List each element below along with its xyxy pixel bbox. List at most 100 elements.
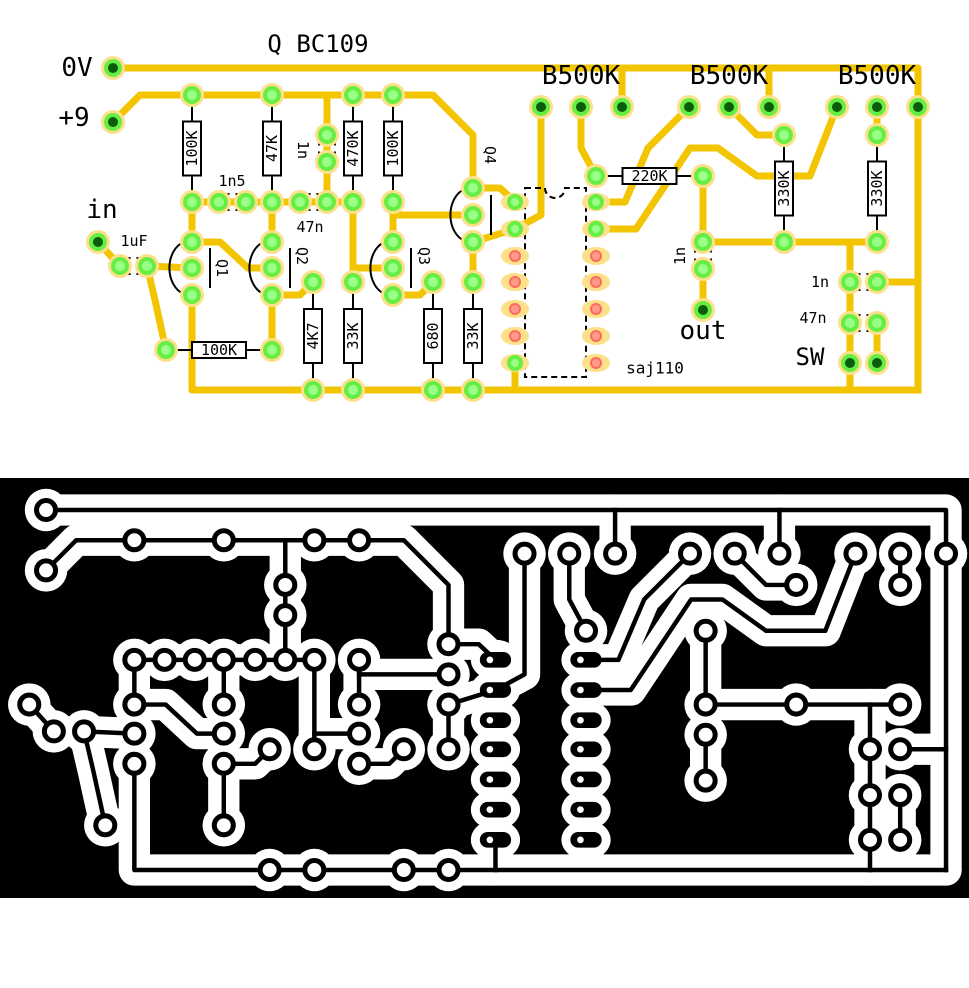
pad-hole: [468, 183, 478, 193]
pad: [260, 338, 284, 362]
pad-center: [592, 305, 600, 313]
transistor-outline: [449, 188, 466, 242]
copper-pad: [122, 721, 147, 746]
pad-hole: [845, 358, 855, 368]
copper-pad: [17, 692, 42, 717]
ic-pin-pad: [582, 300, 610, 318]
pad-hole: [577, 776, 584, 783]
pad-hole: [468, 210, 478, 220]
copper-pad: [273, 572, 298, 597]
pad-hole: [577, 836, 584, 844]
resistor-body: [303, 308, 323, 364]
pad-hole: [388, 197, 398, 207]
pad: [301, 270, 325, 294]
resistor-value: 680: [424, 322, 442, 349]
copper-pad: [574, 618, 599, 643]
pad-hole: [214, 197, 224, 207]
resistor-value: 4K7: [304, 322, 322, 349]
copper-pad: [211, 813, 236, 838]
pad: [180, 283, 204, 307]
copper-pad: [122, 692, 147, 717]
copper-pad: [211, 647, 236, 672]
copper-pad: [347, 692, 372, 717]
pad: [315, 123, 339, 147]
transistor-label: Q4: [481, 146, 499, 164]
pad-hole: [428, 277, 438, 287]
copper-pad: [72, 719, 97, 744]
terminal-pad: [865, 95, 889, 119]
pad-hole: [388, 237, 398, 247]
pad-center: [511, 332, 519, 340]
copper-ic-pad: [570, 652, 602, 668]
potentiometer-label: B500K: [690, 61, 769, 91]
copper-pad: [784, 572, 809, 597]
copper-pad: [436, 692, 461, 717]
copper-pad: [767, 541, 792, 566]
copper-pad: [243, 647, 268, 672]
copper-trace: [132, 702, 227, 736]
copper-pad: [347, 751, 372, 776]
pad: [461, 270, 485, 294]
copper-pad: [257, 858, 282, 883]
pad: [381, 230, 405, 254]
resistor-body: [343, 308, 363, 364]
pad: [341, 83, 365, 107]
copper-ic-pad: [479, 741, 512, 758]
terminal-label-plus9: +9: [58, 103, 89, 133]
pad: [260, 190, 284, 214]
ic-pin-pad: [582, 247, 610, 265]
copper-ic-pad: [570, 741, 602, 758]
transistor: Q4: [449, 146, 499, 242]
pad-center: [511, 198, 519, 206]
pad-hole: [322, 197, 332, 207]
pad-hole: [115, 261, 125, 271]
copper-pad: [888, 541, 913, 566]
pad: [461, 378, 485, 402]
copper-trace: [142, 261, 171, 355]
resistor: 680: [423, 282, 443, 390]
potentiometer-label: B500K: [542, 61, 621, 91]
pad-hole: [322, 157, 332, 167]
transistor: Q1: [168, 241, 231, 295]
copper-pad: [211, 692, 236, 717]
terminal-pad: [757, 95, 781, 119]
pad-hole: [872, 277, 882, 287]
copper-pad: [677, 541, 703, 566]
pad-hole: [872, 102, 882, 112]
copper-pad: [347, 647, 372, 672]
copper-pad: [302, 858, 327, 883]
pad-hole: [348, 197, 358, 207]
copper-pad: [41, 719, 66, 744]
copper-pad: [693, 768, 718, 793]
pad: [301, 378, 325, 402]
pad-center: [511, 278, 519, 286]
terminal-pad: [569, 95, 593, 119]
pad-hole: [267, 263, 277, 273]
pad-hole: [486, 745, 494, 753]
copper-pad: [857, 827, 883, 852]
terminal-label-0v: 0V: [61, 53, 92, 83]
pad-hole: [872, 318, 882, 328]
pad-hole: [486, 776, 494, 783]
copper-ic-pad: [570, 832, 602, 848]
pad-hole: [617, 102, 627, 112]
copper-trace: [583, 550, 859, 693]
copper-pad: [557, 541, 582, 566]
copper-pad: [693, 618, 718, 643]
pad: [865, 230, 889, 254]
pad-hole: [486, 836, 494, 844]
pad: [421, 378, 445, 402]
pad: [381, 83, 405, 107]
resistor: 100K: [383, 95, 403, 202]
pad: [135, 254, 159, 278]
ic-outline: [524, 187, 587, 378]
copper-trace: [592, 102, 694, 206]
resistor: 330K: [774, 135, 794, 242]
copper-pad: [857, 783, 883, 808]
pad: [288, 190, 312, 214]
pad: [108, 254, 132, 278]
pad: [691, 230, 715, 254]
copper-pad: [888, 737, 913, 762]
pad-hole: [698, 264, 708, 274]
